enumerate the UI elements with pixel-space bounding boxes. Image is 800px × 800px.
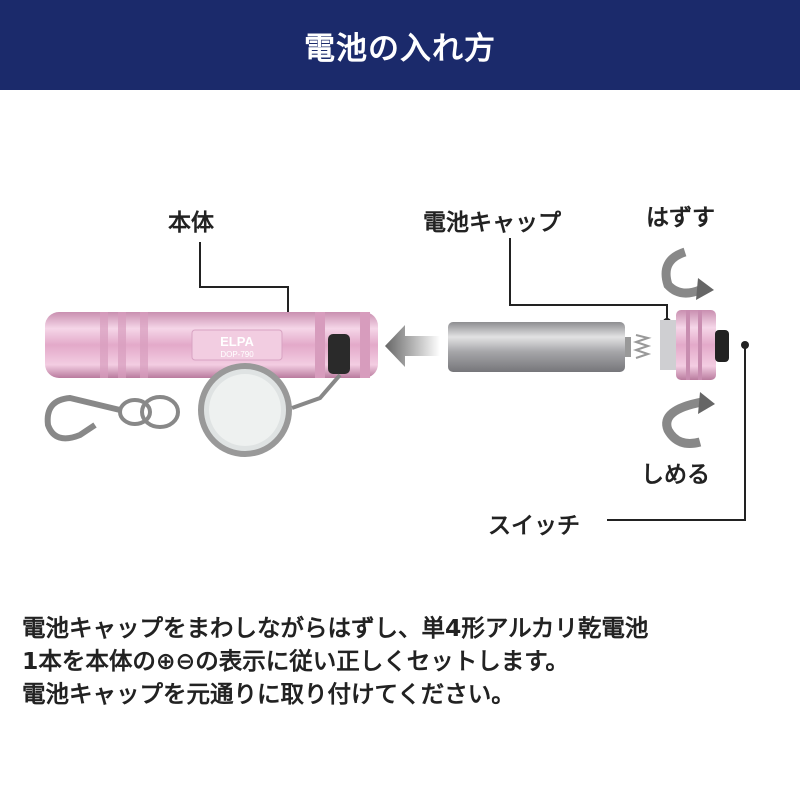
switch-leader-dot — [741, 341, 749, 349]
spring — [632, 334, 652, 359]
instruction-line: 1本を本体の⊕⊖の表示に従い正しくセットします。 — [22, 647, 569, 675]
header-banner: 電池の入れ方 — [0, 0, 800, 90]
remove-label: はずす — [646, 205, 715, 231]
cap-leader-line — [509, 238, 668, 322]
instructions: 電池キャップをまわしながらはずし、単4形アルカリ乾電池 1本を本体の⊕⊖の表示に… — [22, 612, 648, 711]
brand-logo: ELPA — [220, 334, 254, 349]
instruction-line: 電池キャップをまわしながらはずし、単4形アルカリ乾電池 — [22, 614, 649, 642]
page-title: 電池の入れ方 — [304, 30, 496, 67]
switch-label: スイッチ — [488, 513, 580, 539]
aaa-battery — [448, 322, 631, 372]
model-number: DOP-790 — [220, 350, 254, 359]
body-leader-line — [199, 242, 289, 322]
tighten-rotate-arrow-icon — [662, 397, 703, 448]
remove-rotate-arrow-icon — [661, 247, 702, 298]
switch-leader-line — [607, 345, 746, 521]
insert-arrow-icon — [385, 325, 440, 367]
body-label: 本体 — [168, 210, 214, 236]
switch-button — [715, 330, 729, 362]
keychain — [44, 363, 342, 457]
flashlight-body: ELPA DOP-790 — [45, 312, 378, 378]
battery-cap — [660, 310, 729, 380]
tighten-label: しめる — [641, 462, 710, 488]
instruction-line: 電池キャップを元通りに取り付けてください。 — [22, 680, 515, 708]
battery-cap-label: 電池キャップ — [423, 210, 561, 236]
